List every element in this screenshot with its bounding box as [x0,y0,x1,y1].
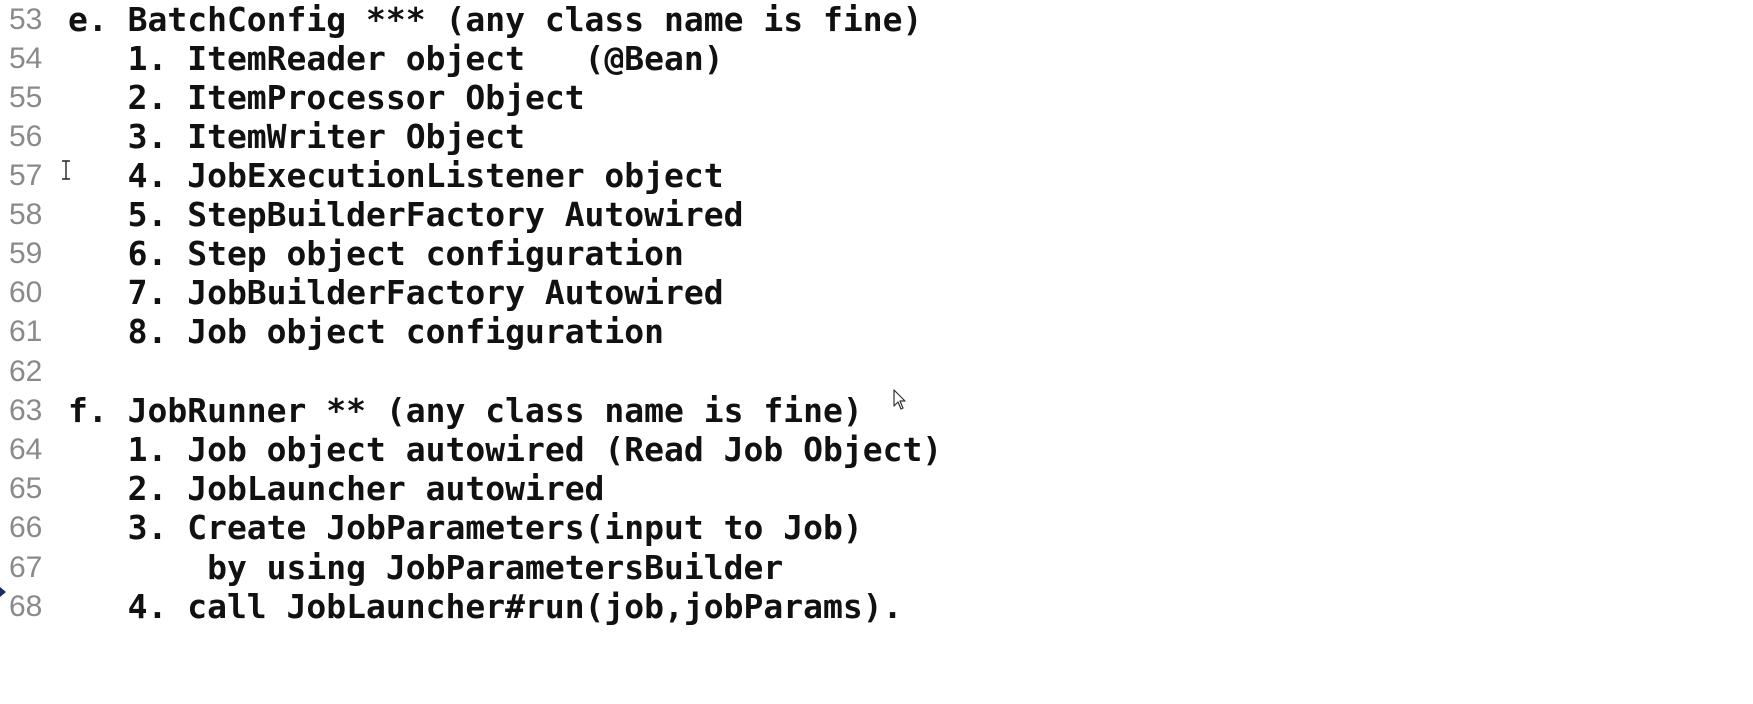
code-line[interactable]: 53 e. BatchConfig *** (any class name is… [0,0,1753,42]
line-number: 59 [9,237,43,270]
line-text[interactable]: 4. call JobLauncher#run(job,jobParams). [68,587,903,626]
line-text[interactable]: 4. JobExecutionListener object [68,156,724,195]
line-text[interactable]: 8. Job object configuration [68,312,665,351]
line-number: 65 [9,472,43,505]
code-line[interactable]: 68 4. call JobLauncher#run(job,jobParams… [0,585,1753,629]
code-line[interactable]: 66 3. Create JobParameters(input to Job) [0,506,1753,550]
line-number: 62 [9,355,43,388]
line-text[interactable]: 3. Create JobParameters(input to Job) [68,508,863,547]
line-text[interactable]: 3. ItemWriter Object [68,117,525,156]
line-number: 67 [9,551,43,584]
line-number: 57 [9,159,43,192]
line-text[interactable]: 1. ItemReader object (@Bean) [68,39,724,78]
line-text[interactable]: 7. JobBuilderFactory Autowired [68,273,724,312]
line-text[interactable]: f. JobRunner ** (any class name is fine) [68,391,863,430]
line-number: 60 [9,276,43,309]
code-line[interactable]: 59 6. Step object configuration [0,232,1753,276]
line-number: 61 [9,315,43,348]
line-text[interactable]: 2. ItemProcessor Object [68,78,585,117]
line-number: 55 [9,81,43,114]
line-number: 54 [9,42,43,75]
arrow-pointer-icon [893,389,906,410]
line-number: 58 [9,198,43,231]
code-line[interactable]: 60 7. JobBuilderFactory Autowired [0,271,1753,315]
line-number: 63 [9,394,43,427]
code-line[interactable]: 67 by using JobParametersBuilder [0,546,1753,590]
line-text[interactable]: 6. Step object configuration [68,234,684,273]
line-text[interactable]: e. BatchConfig *** (any class name is fi… [68,0,923,39]
code-line[interactable]: 65 2. JobLauncher autowired [0,467,1753,511]
current-line-marker-icon [0,587,6,597]
code-line[interactable]: 64 1. Job object autowired (Read Job Obj… [0,428,1753,472]
code-line[interactable]: 56 3. ItemWriter Object [0,115,1753,159]
code-line[interactable]: 62 [0,350,1753,394]
code-line[interactable]: 57 4. JobExecutionListener object [0,154,1753,198]
code-line[interactable]: 55 2. ItemProcessor Object [0,76,1753,120]
line-number: 53 [9,3,43,36]
line-number: 66 [9,511,43,544]
code-line[interactable]: 58 5. StepBuilderFactory Autowired [0,193,1753,237]
line-number: 56 [9,120,43,153]
code-line[interactable]: 54 1. ItemReader object (@Bean) [0,37,1753,81]
i-beam-cursor-icon [62,160,70,180]
line-text[interactable]: 5. StepBuilderFactory Autowired [68,195,744,234]
code-line[interactable]: 63 f. JobRunner ** (any class name is fi… [0,389,1753,433]
line-text[interactable]: 1. Job object autowired (Read Job Object… [68,430,943,469]
line-number: 68 [9,590,43,623]
code-line[interactable]: 61 8. Job object configuration [0,310,1753,354]
line-text[interactable]: 2. JobLauncher autowired [68,469,605,508]
line-number: 64 [9,433,43,466]
line-text[interactable]: by using JobParametersBuilder [68,548,784,587]
